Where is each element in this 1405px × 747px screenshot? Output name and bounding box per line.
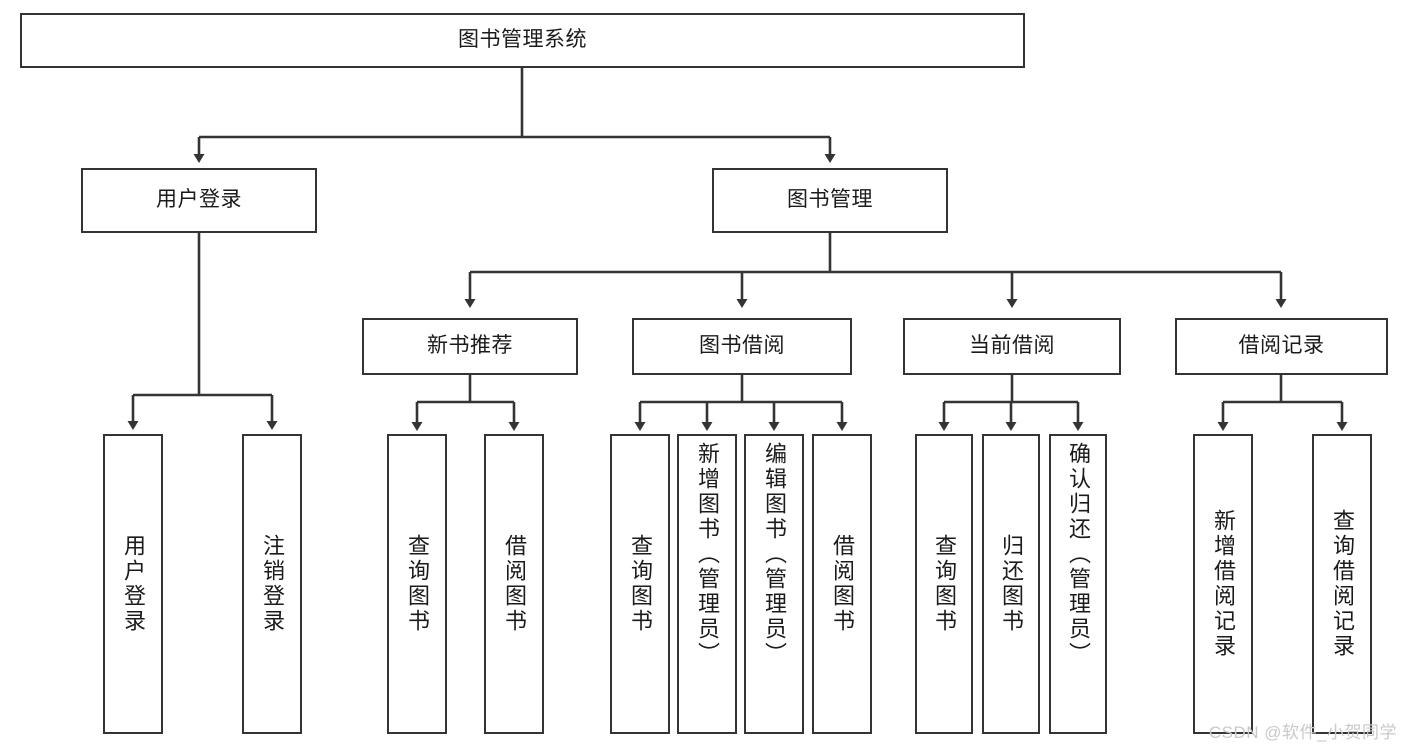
leaf-label: 借阅图书	[830, 534, 855, 634]
leaf-user-login-logout[interactable]: 注销登录	[242, 434, 302, 734]
leaf-borrow-record-add[interactable]: 新增借阅记录	[1193, 434, 1253, 734]
leaf-book-borrow-query[interactable]: 查询图书	[610, 434, 670, 734]
leaf-label: 查询借阅记录	[1330, 509, 1355, 659]
leaf-borrow-record-query[interactable]: 查询借阅记录	[1312, 434, 1372, 734]
leaf-label: 编辑图书（管理员）	[762, 442, 787, 667]
node-new-book-recommend-label: 新书推荐	[427, 334, 513, 358]
leaf-new-book-query[interactable]: 查询图书	[387, 434, 447, 734]
node-root[interactable]: 图书管理系统	[20, 13, 1025, 68]
leaf-book-borrow-add[interactable]: 新增图书（管理员）	[677, 434, 737, 734]
leaf-label: 查询图书	[405, 534, 430, 634]
node-current-borrow-label: 当前借阅	[969, 334, 1055, 358]
node-current-borrow[interactable]: 当前借阅	[903, 318, 1121, 375]
leaf-book-borrow-edit[interactable]: 编辑图书（管理员）	[744, 434, 804, 734]
node-root-label: 图书管理系统	[458, 28, 587, 52]
leaf-label: 查询图书	[932, 534, 957, 634]
node-borrow-record[interactable]: 借阅记录	[1175, 318, 1388, 375]
node-user-login-label: 用户登录	[156, 188, 242, 212]
node-new-book-recommend[interactable]: 新书推荐	[362, 318, 578, 375]
leaf-label: 新增图书（管理员）	[695, 442, 720, 667]
leaf-label: 归还图书	[999, 534, 1024, 634]
leaf-book-borrow-borrow[interactable]: 借阅图书	[812, 434, 872, 734]
node-book-borrow[interactable]: 图书借阅	[632, 318, 852, 375]
leaf-label: 用户登录	[121, 534, 146, 634]
node-borrow-record-label: 借阅记录	[1238, 334, 1325, 358]
leaf-new-book-borrow[interactable]: 借阅图书	[484, 434, 544, 734]
leaf-label: 确认归还（管理员）	[1066, 442, 1091, 667]
node-book-borrow-label: 图书借阅	[699, 334, 785, 358]
leaf-user-login-login[interactable]: 用户登录	[103, 434, 163, 734]
leaf-label: 借阅图书	[502, 534, 527, 634]
leaf-current-borrow-confirm[interactable]: 确认归还（管理员）	[1049, 434, 1107, 734]
watermark: CSDN @软件_小贺同学	[1208, 723, 1397, 742]
leaf-current-borrow-query[interactable]: 查询图书	[915, 434, 973, 734]
leaf-current-borrow-return[interactable]: 归还图书	[982, 434, 1040, 734]
node-book-management-label: 图书管理	[787, 188, 873, 212]
leaf-label: 查询图书	[628, 534, 653, 634]
leaf-label: 新增借阅记录	[1211, 509, 1236, 659]
node-book-management[interactable]: 图书管理	[712, 168, 948, 233]
leaf-label: 注销登录	[260, 534, 285, 634]
node-user-login[interactable]: 用户登录	[81, 168, 317, 233]
